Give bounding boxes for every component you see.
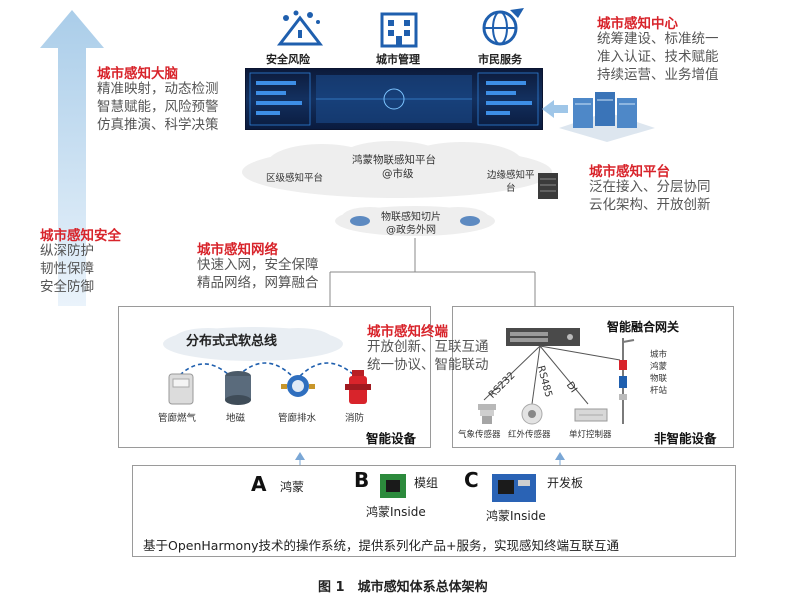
center-title: 城市感知中心 xyxy=(597,16,678,32)
pole-label-1: 城市 xyxy=(650,350,668,360)
citizen-service-icon xyxy=(476,6,526,48)
network-line-2: 精品网络，网算融合 xyxy=(197,275,319,291)
geomagnetic-sensor-icon xyxy=(221,368,255,408)
drainage-meter-icon xyxy=(281,370,315,404)
platform-title: 城市感知平台 xyxy=(589,164,670,180)
brain-line-3: 仿真推演、科学决策 xyxy=(97,117,219,133)
device-label-geomagnetic: 地磁 xyxy=(226,413,246,424)
cloud-right-line2: 台 xyxy=(506,183,516,194)
brain-line-2: 智慧赋能，风险预警 xyxy=(97,99,219,115)
device-dashed-links xyxy=(174,362,356,381)
dev-board-icon xyxy=(490,472,538,504)
platform-line-2: 云化架构、开放创新 xyxy=(589,197,711,213)
device-label-drainage: 管廊排水 xyxy=(278,413,317,424)
device-label-fire: 消防 xyxy=(345,413,365,424)
device-label-gas: 管廊燃气 xyxy=(158,413,197,424)
figure-caption: 图 1 城市感知体系总体架构 xyxy=(318,580,488,595)
harmony-statement: 基于OpenHarmony技术的操作系统，提供系列化产品+服务，实现感知终端互联… xyxy=(143,538,619,553)
city-management-icon xyxy=(374,8,424,48)
gateway-connection-lines xyxy=(483,345,621,405)
option-a-label: 鸿蒙 xyxy=(280,480,305,494)
lamp-controller-icon xyxy=(573,406,609,424)
network-line-1: 快速入网，安全保障 xyxy=(197,257,319,273)
center-line-3: 持续运营、业务增值 xyxy=(597,67,719,83)
center-line-1: 统筹建设、标准统一 xyxy=(597,31,719,47)
weather-sensor-icon xyxy=(474,402,500,426)
option-a-letter: A xyxy=(251,472,267,496)
top-label-city-management: 城市管理 xyxy=(376,53,420,66)
slice-line2: @政务外网 xyxy=(386,225,436,236)
cloud-left-label: 区级感知平台 xyxy=(266,173,324,184)
module-chip-icon xyxy=(378,472,408,500)
pole-label-2: 鸿蒙 xyxy=(650,362,668,372)
center-to-screen-arrow xyxy=(542,100,568,118)
edge-server-icon xyxy=(536,171,560,201)
nonsmart-devices-box xyxy=(452,306,734,448)
pole-label-4: 杆站 xyxy=(650,386,668,396)
pole-station-icon xyxy=(608,336,638,426)
top-label-security-risk: 安全风险 xyxy=(266,53,310,66)
pole-label-3: 物联 xyxy=(650,374,668,384)
brain-title: 城市感知大脑 xyxy=(97,66,178,82)
sensor-label-infrared: 红外传感器 xyxy=(508,430,551,440)
softbus-cloud xyxy=(163,327,343,361)
gas-meter-icon xyxy=(166,372,196,406)
smart-devices-label: 智能设备 xyxy=(366,431,417,446)
option-b-sub: 鸿蒙Inside xyxy=(366,505,426,519)
cloud-main-line2: @市级 xyxy=(382,168,414,180)
dashboard-screen xyxy=(245,68,543,130)
nonsmart-devices-label: 非智能设备 xyxy=(654,431,717,446)
security-vertical-arrow xyxy=(40,10,104,306)
network-title: 城市感知网络 xyxy=(197,242,278,258)
slice-line1: 物联感知切片 xyxy=(381,212,441,223)
center-line-2: 准入认证、技术赋能 xyxy=(597,49,719,65)
security-line-1: 纵深防护 xyxy=(40,243,94,259)
platform-cloud xyxy=(242,141,552,198)
data-center-icon xyxy=(555,84,660,144)
infrared-sensor-icon xyxy=(519,402,545,426)
option-b-letter: B xyxy=(354,468,370,492)
fire-hydrant-icon xyxy=(344,366,372,408)
option-c-label: 开发板 xyxy=(547,476,584,490)
cloud-right-line1: 边缘感知平 xyxy=(487,170,535,181)
security-line-2: 韧性保障 xyxy=(40,261,94,277)
terminal-title: 城市感知终端 xyxy=(367,324,448,340)
option-c-sub: 鸿蒙Inside xyxy=(486,509,546,523)
top-label-citizen-service: 市民服务 xyxy=(478,53,522,66)
option-c-letter: C xyxy=(464,468,479,492)
option-b-label: 模组 xyxy=(414,476,439,490)
sensor-label-weather: 气象传感器 xyxy=(458,430,501,440)
harmony-products-box xyxy=(132,465,736,557)
security-risk-icon xyxy=(270,8,330,48)
security-line-3: 安全防御 xyxy=(40,279,94,295)
brain-line-1: 精准映射，动态检测 xyxy=(97,81,219,97)
sensor-label-lamp: 单灯控制器 xyxy=(569,430,612,440)
softbus-title: 分布式式软总线 xyxy=(186,334,278,349)
cloud-main-line1: 鸿蒙物联感知平台 xyxy=(352,154,436,166)
gateway-title: 智能融合网关 xyxy=(607,320,680,334)
security-title: 城市感知安全 xyxy=(40,228,121,244)
platform-line-1: 泛在接入、分层协同 xyxy=(589,179,711,195)
slice-cloud xyxy=(335,206,495,236)
terminal-line-1: 开放创新、互联互通 xyxy=(367,339,489,355)
terminal-line-2: 统一协议、智能联动 xyxy=(367,357,489,373)
gateway-device-icon xyxy=(504,326,582,348)
